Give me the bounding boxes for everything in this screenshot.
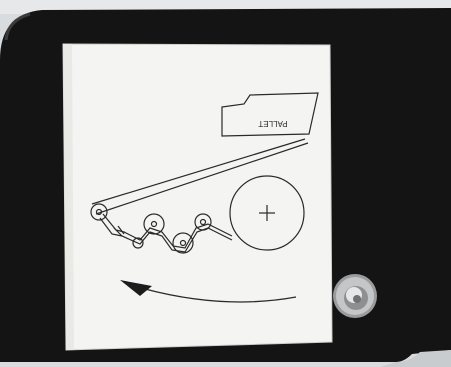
film-threading-path: [99, 217, 233, 253]
sheet-shadow-edge: [63, 44, 74, 350]
tension-roller-hub: [199, 218, 207, 226]
lower-wall-corner: [380, 350, 451, 367]
stretch-wrapper-diagram: [90, 92, 319, 303]
film-path-upper: [91, 138, 306, 205]
bolt-icon: [333, 274, 377, 318]
film-path-lower: [95, 142, 309, 215]
idler-roller-hub: [95, 208, 103, 216]
panel-edge-highlight: [4, 12, 31, 41]
pre-stretch-roller-2-icon: [172, 232, 194, 254]
spring-mark: [113, 225, 125, 237]
rotation-arc: [144, 288, 297, 303]
bolt-center: [353, 295, 361, 303]
pre-stretch-roller-1-hub: [150, 220, 158, 228]
idler-roller-icon: [90, 203, 108, 221]
pre-stretch-roller-2-hub: [179, 239, 187, 247]
tension-roller-icon: [194, 213, 212, 231]
pallet-outline: [221, 92, 319, 137]
pallet-label-group: PALLET: [258, 119, 287, 128]
sheet-body: [62, 43, 333, 351]
paper-sheet: [62, 43, 333, 351]
rotation-arrowhead-icon: [120, 280, 152, 296]
pallet-label: PALLET: [258, 119, 287, 128]
pre-stretch-roller-1-icon: [143, 213, 165, 235]
film-roll-icon: [229, 175, 305, 251]
small-roller-icon: [132, 237, 144, 249]
